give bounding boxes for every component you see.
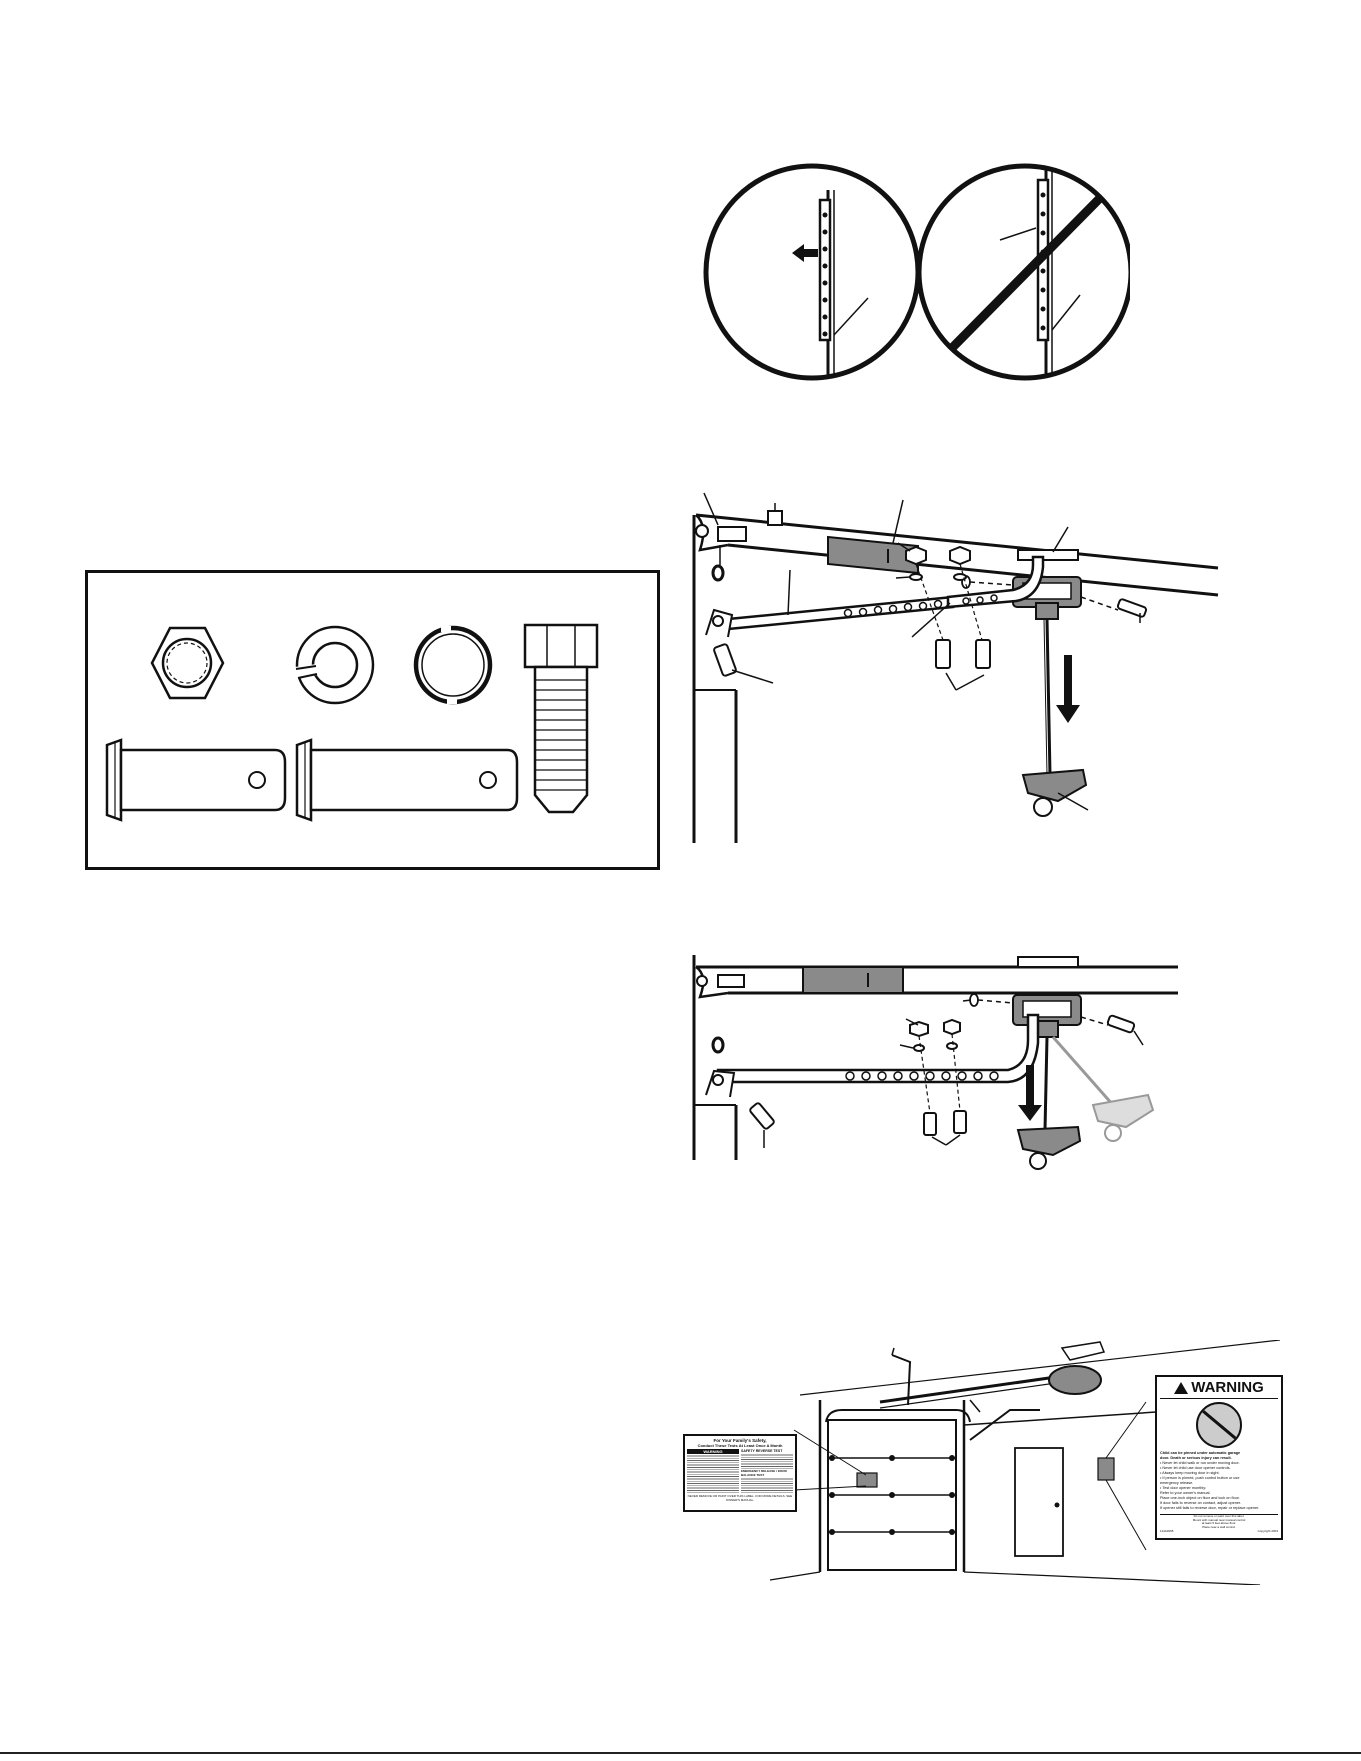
warning-line: emergency release. bbox=[1160, 1481, 1194, 1485]
warning-line: • Never let child use door opener contro… bbox=[1160, 1466, 1231, 1470]
warning-line: • If person is pinned, push control butt… bbox=[1160, 1476, 1240, 1480]
garage-label-figure bbox=[680, 1340, 1280, 1585]
door-label-bottom: NEVER REMOVE OR PAINT OVER THIS LABEL. F… bbox=[687, 1494, 793, 1502]
warning-line: Child can be pinned under automatic gara… bbox=[1160, 1451, 1241, 1455]
warning-footer-line: Place near a wall control. bbox=[1202, 1524, 1236, 1529]
warning-footer-line: at least 5 feet above floor. bbox=[1201, 1521, 1237, 1526]
warning-label-text: Child can be pinned under automatic gara… bbox=[1160, 1451, 1278, 1511]
warning-line: Place one-inch object on floor and lock … bbox=[1160, 1496, 1240, 1500]
warning-pictogram bbox=[1196, 1402, 1242, 1448]
door-label-warning: WARNING bbox=[687, 1449, 739, 1454]
clevis-pin-long-icon bbox=[295, 738, 519, 822]
warning-label: WARNING Child can be pinned under automa… bbox=[1155, 1375, 1283, 1540]
warning-line: • Always keep moving door in sight. bbox=[1160, 1471, 1220, 1475]
warning-footer-line: Mount with manual near manual control bbox=[1192, 1517, 1246, 1522]
nut-icon bbox=[150, 626, 225, 700]
warning-line: If opener still fails to reverse door, r… bbox=[1160, 1506, 1260, 1510]
door-arm-assembly-figure-2 bbox=[688, 945, 1188, 1185]
warning-line: If door fails to reverse on contact, adj… bbox=[1160, 1501, 1242, 1505]
arrow-down-icon bbox=[1018, 1065, 1042, 1121]
warning-line: • Never let child walk or run under movi… bbox=[1160, 1461, 1240, 1465]
warning-line: • Test door opener monthly: bbox=[1160, 1486, 1207, 1490]
warning-line: Refer to your owner's manual. bbox=[1160, 1491, 1211, 1495]
page-footer-rule bbox=[0, 1752, 1361, 1754]
door-label-col2-heading-b: EMERGENCY RELEASE / DOOR BALANCE TEST bbox=[741, 1469, 787, 1477]
warning-label-code: 114A3095 bbox=[1160, 1529, 1174, 1534]
door-label-col2-heading: SAFETY REVERSE TEST bbox=[741, 1449, 783, 1453]
incorrect-orientation-circle bbox=[916, 163, 1130, 381]
door-label-heading-1: For Your Family's Safety, bbox=[713, 1438, 767, 1443]
ring-fastener-icon bbox=[413, 625, 493, 705]
door-label-heading-2: Conduct These Tests At Least Once A Mont… bbox=[697, 1443, 783, 1448]
door-safety-label: For Your Family's Safety, Conduct These … bbox=[683, 1434, 797, 1512]
lock-washer-icon bbox=[293, 625, 375, 705]
prohibited-slash-icon bbox=[946, 192, 1106, 354]
rail-orientation-figure bbox=[700, 160, 1130, 385]
arrow-left-icon bbox=[792, 244, 818, 262]
warning-label-title: WARNING bbox=[1191, 1379, 1264, 1396]
warning-footer-line: Do not remove or paint over this label. bbox=[1193, 1514, 1245, 1518]
warning-label-footer: Do not remove or paint over this label.M… bbox=[1160, 1514, 1278, 1529]
door-arm-assembly-figure-1 bbox=[688, 485, 1228, 845]
arrow-down-icon bbox=[1056, 655, 1080, 723]
bolt-icon bbox=[523, 623, 599, 814]
hardware-figure bbox=[85, 570, 660, 870]
clevis-pin-short-icon bbox=[105, 738, 287, 822]
correct-orientation-circle bbox=[703, 163, 921, 381]
garage-door bbox=[827, 1419, 957, 1571]
warning-label-copyright: Copyright 2003 bbox=[1257, 1529, 1278, 1534]
warning-triangle-icon bbox=[1174, 1382, 1189, 1394]
warning-line: door. Death or serious injury can result… bbox=[1160, 1456, 1232, 1460]
